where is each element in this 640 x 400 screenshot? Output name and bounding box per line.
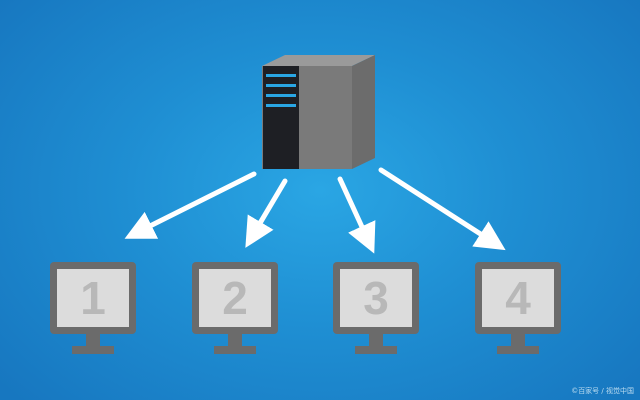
monitor-4-icon bbox=[475, 262, 561, 354]
monitor-4-number: 4 bbox=[505, 272, 531, 324]
server-drive-bays bbox=[266, 74, 296, 107]
arrow-to-monitor-1 bbox=[124, 171, 257, 239]
monitor-1-icon bbox=[50, 262, 136, 354]
arrow-to-monitor-2 bbox=[245, 178, 288, 248]
monitor-3-number: 3 bbox=[363, 272, 389, 324]
monitor-3-icon bbox=[333, 262, 419, 354]
monitor-1-number: 1 bbox=[80, 272, 106, 324]
arrows bbox=[124, 167, 506, 254]
watermark: ©百家号 / 视觉中国 bbox=[571, 387, 634, 395]
monitor-2-number: 2 bbox=[222, 272, 248, 324]
arrow-to-monitor-3 bbox=[337, 176, 376, 254]
monitor-2-icon bbox=[192, 262, 278, 354]
arrow-to-monitor-4 bbox=[378, 167, 506, 251]
server-tower-icon bbox=[262, 55, 375, 169]
